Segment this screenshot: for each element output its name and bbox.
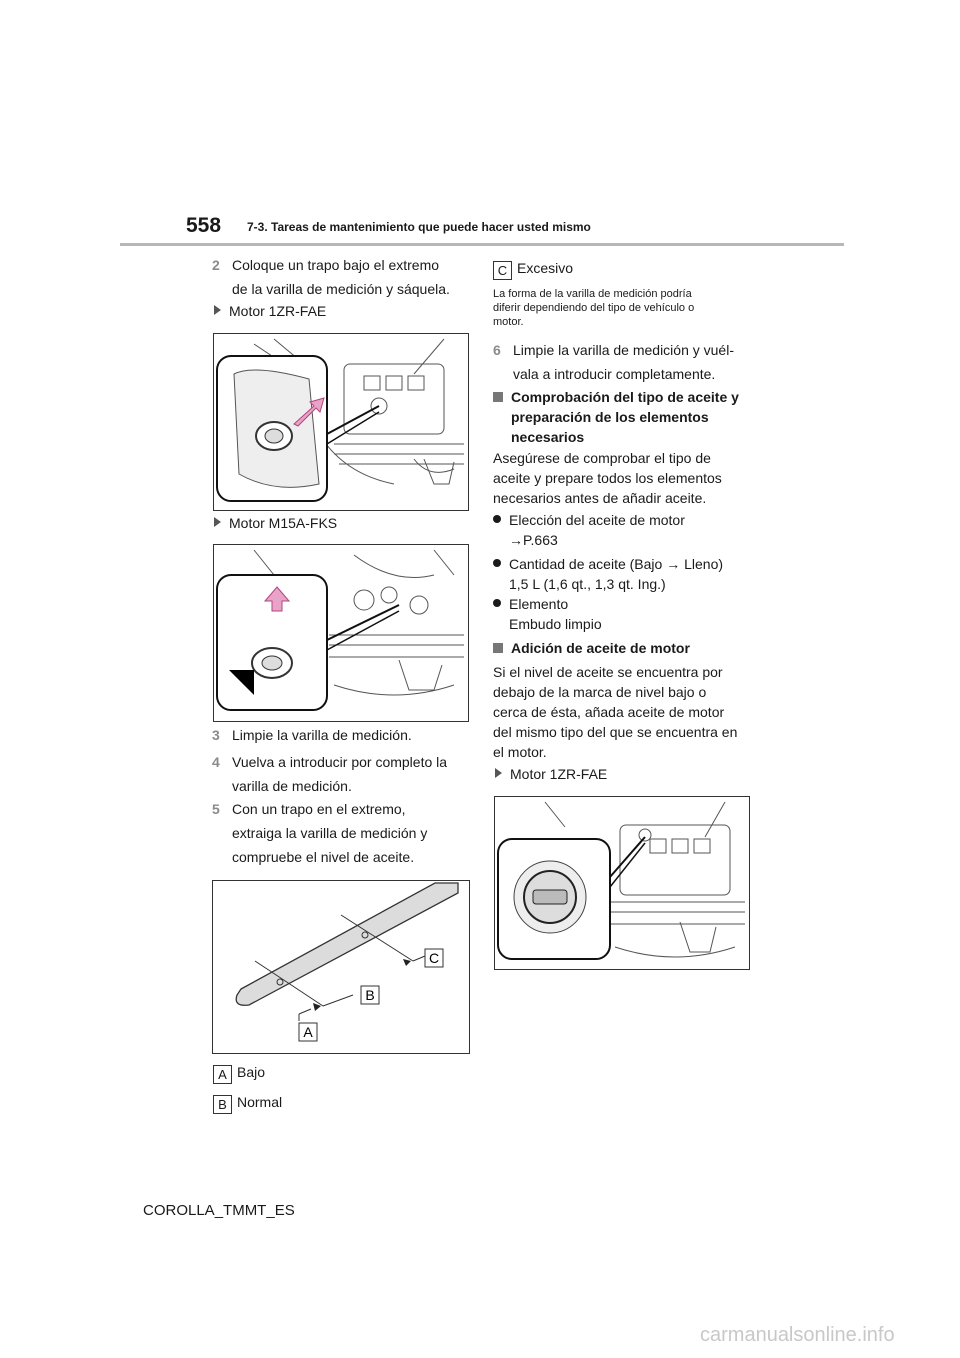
paragraph-text: aceite y prepare todos los elementos <box>493 470 722 486</box>
motor-label: Motor 1ZR-FAE <box>510 766 608 782</box>
paragraph-text: debajo de la marca de nivel bajo o <box>493 684 707 700</box>
section-title: 7-3. Tareas de mantenimiento que puede h… <box>247 220 591 234</box>
step-number: 3 <box>212 727 220 743</box>
paragraph-text: Asegúrese de comprobar el tipo de <box>493 450 711 466</box>
page-number: 558 <box>186 214 222 237</box>
step-text: Limpie la varilla de medición. <box>232 727 412 743</box>
bullet-dot-icon <box>493 559 501 567</box>
step-2: 2 Coloque un trapo bajo el extremo de la … <box>212 253 450 301</box>
heading-add-oil: Adición de aceite de motor <box>493 638 690 658</box>
step-number: 4 <box>212 754 220 770</box>
step-number: 5 <box>212 801 220 817</box>
legend-b: B Normal <box>213 1090 282 1114</box>
label-b-box <box>360 985 380 1005</box>
square-bullet-icon <box>493 392 503 402</box>
motor-label: Motor 1ZR-FAE <box>229 303 327 319</box>
heading-text: necesarios <box>511 429 585 445</box>
watermark: carmanualsonline.info <box>700 1324 895 1346</box>
triangle-bullet-icon <box>214 517 221 527</box>
bullet-text: 1,5 L (1,6 qt., 1,3 qt. Ing.) <box>509 576 666 592</box>
step-text: Coloque un trapo bajo el extremo <box>232 257 440 273</box>
bullet-oil-quantity: Cantidad de aceite (Bajo → Lleno) 1,5 L … <box>493 554 723 594</box>
bullet-dot-icon <box>493 599 501 607</box>
engine-figure-1zr <box>213 333 469 511</box>
engine-figure-m15a <box>213 544 469 722</box>
bullet-text: Cantidad de aceite (Bajo → Lleno) <box>509 556 724 572</box>
bullet-text: Elemento <box>509 596 569 612</box>
label-a: A <box>303 1024 313 1040</box>
legend-letter: A <box>213 1065 232 1084</box>
step-text: Vuelva a introducir por completo la <box>232 754 448 770</box>
heading-oil-type: Comprobación del tipo de aceite y prepar… <box>493 387 739 447</box>
label-c-box <box>424 948 444 968</box>
legend-a: A Bajo <box>213 1060 265 1084</box>
bullet-text: Elección del aceite de motor <box>509 512 685 528</box>
paragraph-text: del mismo tipo del que se encuentra en <box>493 724 738 740</box>
motor-label-1: Motor 1ZR-FAE <box>214 299 326 323</box>
paragraph-text: Si el nivel de aceite se encuentra por <box>493 664 723 680</box>
note-text: motor. <box>493 316 524 328</box>
page-link[interactable]: →P.663 <box>509 532 558 548</box>
legend-text: Bajo <box>237 1064 266 1080</box>
legend-text: Normal <box>237 1094 283 1110</box>
bullet-text: Embudo limpio <box>509 616 602 632</box>
note-text: La forma de la varilla de medición podrí… <box>493 288 692 300</box>
step-4: 4 Vuelva a introducir por completo la var… <box>212 750 447 798</box>
triangle-bullet-icon <box>214 305 221 315</box>
motor-label-2: Motor M15A-FKS <box>214 511 337 535</box>
step-5: 5 Con un trapo en el extremo, extraiga la… <box>212 797 427 869</box>
bullet-item: Elemento Embudo limpio <box>493 594 602 634</box>
motor-label: Motor M15A-FKS <box>229 515 338 531</box>
motor-label-3: Motor 1ZR-FAE <box>495 762 607 786</box>
step-text: varilla de medición. <box>232 778 352 794</box>
legend-text: Excesivo <box>517 260 574 276</box>
legend-c: C Excesivo <box>493 256 573 280</box>
paragraph-text: cerca de ésta, añada aceite de motor <box>493 704 725 720</box>
dipstick-figure: B C A <box>212 880 470 1054</box>
note-text: diferir dependiendo del tipo de vehículo… <box>493 302 695 314</box>
header-rule <box>120 243 844 246</box>
step-text: de la varilla de medición y sáquela. <box>232 281 450 297</box>
heading-text: Comprobación del tipo de aceite y <box>511 389 739 405</box>
bullet-dot-icon <box>493 515 501 523</box>
step-text: compruebe el nivel de aceite. <box>232 849 415 865</box>
step-number: 2 <box>212 257 220 273</box>
bullet-oil-choice: Elección del aceite de motor →P.663 <box>493 510 685 550</box>
paragraph-text: el motor. <box>493 744 547 760</box>
step-text: Con un trapo en el extremo, <box>232 801 406 817</box>
label-a-box <box>298 1022 318 1042</box>
step-text: Limpie la varilla de medición y vuél- <box>513 342 734 358</box>
doc-code: COROLLA_TMMT_ES <box>143 1202 295 1219</box>
square-bullet-icon <box>493 643 503 653</box>
step-6: 6 Limpie la varilla de medición y vuél- v… <box>493 338 734 386</box>
paragraph-text: necesarios antes de añadir aceite. <box>493 490 707 506</box>
label-b: B <box>365 987 374 1003</box>
triangle-bullet-icon <box>495 768 502 778</box>
step-number: 6 <box>493 342 501 358</box>
label-c: C <box>429 950 439 966</box>
paragraph-2: Si el nivel de aceite se encuentra por d… <box>493 662 737 762</box>
paragraph-1: Asegúrese de comprobar el tipo de aceite… <box>493 448 722 508</box>
step-3: 3 Limpie la varilla de medición. <box>212 723 412 747</box>
legend-letter: B <box>213 1095 232 1114</box>
shape-note: La forma de la varilla de medición podrí… <box>493 287 694 329</box>
legend-letter: C <box>493 261 512 280</box>
engine-figure-add-oil <box>494 796 750 970</box>
step-text: vala a introducir completamente. <box>513 366 716 382</box>
heading-text: Adición de aceite de motor <box>511 640 690 656</box>
heading-text: preparación de los elementos <box>511 409 709 425</box>
step-text: extraiga la varilla de medición y <box>232 825 428 841</box>
